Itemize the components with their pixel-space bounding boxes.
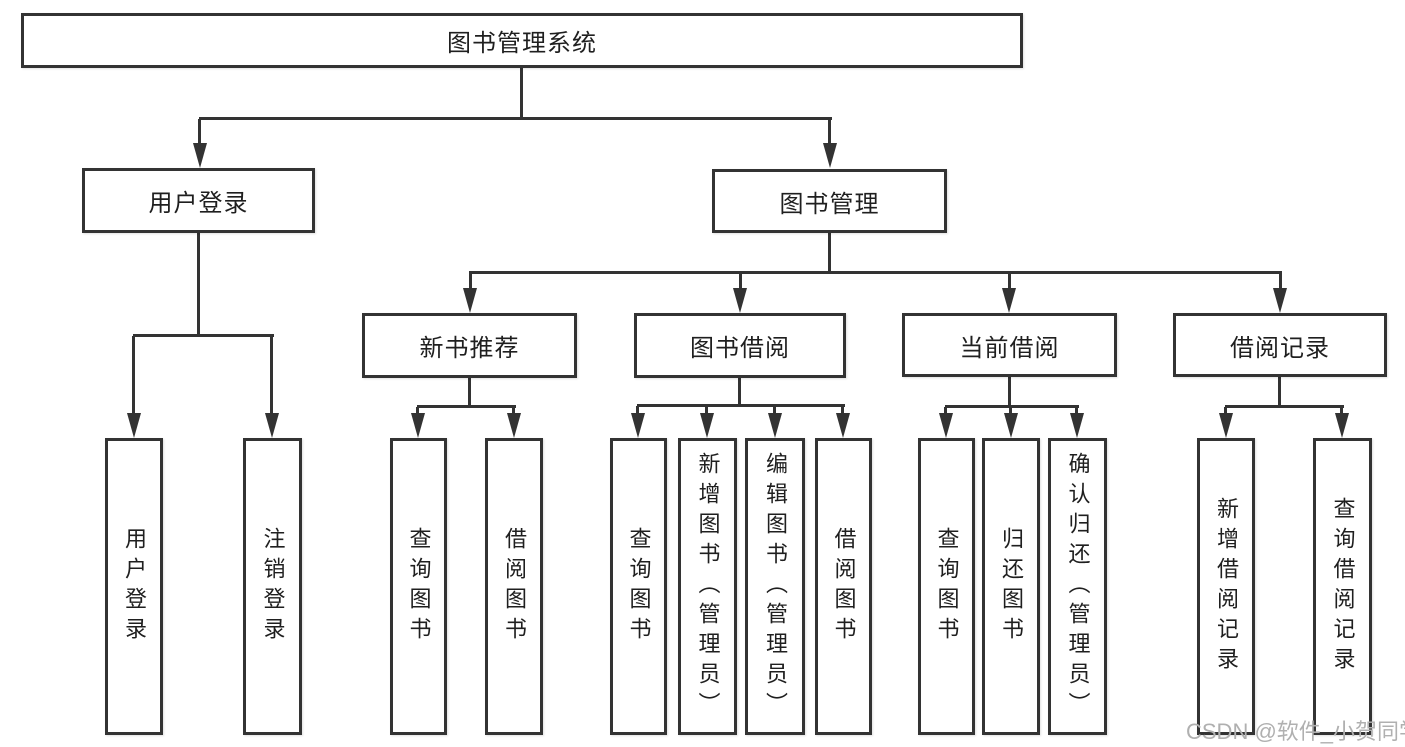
leaf-user-login-label: 用户登录 <box>122 526 147 647</box>
node-book-management: 图书管理 <box>712 169 947 233</box>
leaf-add-borrow-record-label: 新增借阅记录 <box>1214 496 1239 677</box>
arrowhead-to-nb-query <box>411 413 425 438</box>
node-borrowing-records: 借阅记录 <box>1173 313 1387 377</box>
connector-level3-hline <box>469 271 1282 274</box>
leaf-logout: 注销登录 <box>243 438 302 735</box>
arrowhead-to-cb-confirm <box>1070 413 1084 438</box>
connector-br-query-drop <box>1340 407 1343 415</box>
connector-book-borrow-hline <box>637 404 845 407</box>
connector-new-book-drop <box>469 273 472 290</box>
connector-book-borrow-drop <box>739 273 742 290</box>
node-current-borrowing-label: 当前借阅 <box>959 334 1060 362</box>
leaf-add-borrow-record: 新增借阅记录 <box>1197 438 1255 735</box>
node-current-borrowing: 当前借阅 <box>902 313 1117 377</box>
connector-nb-borrow-drop <box>512 407 515 415</box>
arrowhead-to-br-query <box>1335 413 1349 438</box>
arrowhead-to-cb-query <box>939 413 953 438</box>
leaf-borrow-books-newbook-label: 借阅图书 <box>502 526 527 647</box>
leaf-query-books-borrow-label: 查询图书 <box>626 526 652 647</box>
arrowhead-to-current-borrow <box>1002 288 1016 313</box>
leaf-query-borrow-record-label: 查询借阅记录 <box>1330 496 1356 677</box>
leaf-query-books-current-label: 查询图书 <box>934 526 960 647</box>
connector-borrow-records-hline <box>1225 405 1344 408</box>
arrowhead-to-bb-borrow <box>836 413 850 438</box>
arrowhead-to-bb-query <box>631 413 645 438</box>
leaf-add-books-admin: 新增图书（管理员） <box>678 438 737 735</box>
connector-bb-borrow-drop <box>841 406 844 415</box>
connector-leaf-login-drop <box>132 336 135 414</box>
connector-root-stem <box>520 68 523 118</box>
arrowhead-to-book-borrow <box>733 288 747 313</box>
connector-bb-edit-drop <box>773 406 776 415</box>
arrowhead-to-new-book <box>463 288 477 313</box>
connector-cb-query-drop <box>944 407 947 415</box>
leaf-return-books: 归还图书 <box>982 438 1040 735</box>
leaf-query-books-newbook-label: 查询图书 <box>406 526 432 647</box>
csdn-watermark: CSDN @软件_小贺同学 <box>1186 719 1405 744</box>
connector-book-mgmt-drop <box>828 119 831 149</box>
connector-user-login-stem <box>197 233 200 336</box>
connector-book-borrow-stem <box>738 378 741 406</box>
leaf-borrow-books-label: 借阅图书 <box>831 526 857 647</box>
leaf-query-borrow-record: 查询借阅记录 <box>1313 438 1372 735</box>
connector-nb-query-drop <box>416 407 419 415</box>
leaf-borrow-books: 借阅图书 <box>815 438 872 735</box>
connector-level2-hline <box>199 117 832 120</box>
leaf-query-books-current: 查询图书 <box>918 438 975 735</box>
connector-cb-return-drop <box>1009 407 1012 415</box>
leaf-borrow-books-newbook: 借阅图书 <box>485 438 543 735</box>
leaf-confirm-return-admin: 确认归还（管理员） <box>1048 438 1107 735</box>
connector-user-login-hline <box>133 334 274 337</box>
node-new-book-recommend: 新书推荐 <box>362 313 577 378</box>
arrowhead-to-bb-add <box>700 413 714 438</box>
node-book-borrowing-label: 图书借阅 <box>690 335 790 362</box>
connector-current-borrow-hline <box>945 405 1079 408</box>
leaf-query-books-newbook: 查询图书 <box>390 438 447 735</box>
arrowhead-to-book-mgmt <box>823 143 837 168</box>
node-book-borrowing: 图书借阅 <box>634 313 846 378</box>
arrowhead-to-leaf-login <box>127 413 141 438</box>
node-user-login: 用户登录 <box>82 168 315 233</box>
connector-new-book-stem <box>468 378 471 407</box>
connector-bb-query-drop <box>636 406 639 415</box>
leaf-add-books-admin-label: 新增图书（管理员） <box>695 451 721 722</box>
connector-borrow-records-drop <box>1279 273 1282 290</box>
connector-book-mgmt-stem <box>828 233 831 273</box>
connector-current-borrow-drop <box>1008 273 1011 290</box>
leaf-logout-label: 注销登录 <box>260 526 286 647</box>
arrowhead-to-leaf-logout <box>265 413 279 438</box>
node-book-management-label: 图书管理 <box>779 190 880 218</box>
leaf-query-books-borrow: 查询图书 <box>610 438 667 735</box>
leaf-user-login: 用户登录 <box>105 438 163 735</box>
arrowhead-to-nb-borrow <box>507 413 521 438</box>
connector-bb-add-drop <box>705 406 708 415</box>
connector-new-book-hline <box>417 405 516 408</box>
connector-current-borrow-stem <box>1008 377 1011 407</box>
connector-user-login-drop <box>198 119 201 149</box>
node-library-system-label: 图书管理系统 <box>447 30 597 57</box>
leaf-return-books-label: 归还图书 <box>999 526 1024 647</box>
leaf-confirm-return-admin-label: 确认归还（管理员） <box>1065 451 1091 722</box>
arrowhead-to-br-add <box>1219 413 1233 438</box>
connector-leaf-logout-drop <box>270 336 273 414</box>
connector-br-add-drop <box>1224 407 1227 415</box>
connector-borrow-records-stem <box>1278 377 1281 407</box>
node-user-login-label: 用户登录 <box>148 190 249 217</box>
node-library-system: 图书管理系统 <box>21 13 1023 68</box>
node-borrowing-records-label: 借阅记录 <box>1230 334 1330 362</box>
arrowhead-to-cb-return <box>1004 413 1018 438</box>
arrowhead-to-borrow-records <box>1273 288 1287 313</box>
arrowhead-to-user-login <box>193 143 207 168</box>
connector-cb-confirm-drop <box>1075 407 1078 415</box>
arrowhead-to-bb-edit <box>768 413 782 438</box>
node-new-book-recommend-label: 新书推荐 <box>419 335 520 362</box>
leaf-edit-books-admin-label: 编辑图书（管理员） <box>763 451 788 722</box>
leaf-edit-books-admin: 编辑图书（管理员） <box>745 438 805 735</box>
